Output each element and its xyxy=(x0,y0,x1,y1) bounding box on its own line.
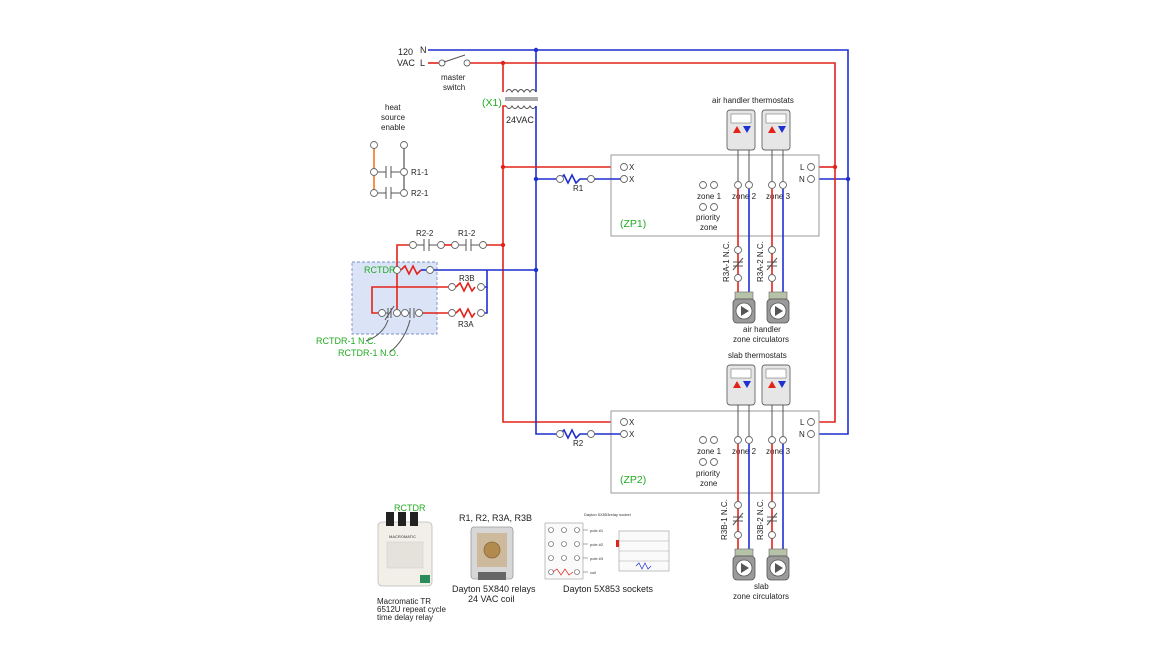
pole2-label: pole #2 xyxy=(590,542,604,547)
transformer-x1: (X1) 24VAC xyxy=(482,47,621,435)
heat-source-enable: heat source enable R1-1 R2-1 xyxy=(370,103,429,199)
zp1-zone3-label: zone 3 xyxy=(766,192,791,201)
zp1-priority-label-2: zone xyxy=(700,223,718,232)
zp2-contact-a-label: R3B-1 N.C. xyxy=(720,499,729,540)
zp1-l-label: L xyxy=(800,163,805,172)
zp1-thermostats-label: air handler thermostats xyxy=(712,96,794,105)
zp2-circulator-zone2 xyxy=(732,548,756,581)
zp1-id: (ZP1) xyxy=(620,218,646,230)
zp1-circulators-label-1: air handler xyxy=(743,325,781,334)
zp1-x2-label: X xyxy=(629,175,635,184)
r3b-label: R3B xyxy=(459,274,475,283)
rctdr-nc-label: RCTDR-1 N.C. xyxy=(316,336,376,346)
contact-r1-2-label: R1-2 xyxy=(458,229,476,238)
contact-r2-1-label: R2-1 xyxy=(411,189,429,198)
zp1-relay-label: R1 xyxy=(573,184,584,193)
relays-label-1: Dayton 5X840 relays xyxy=(452,584,536,594)
neutral-bus-wire xyxy=(428,49,849,435)
zp1-x1-label: X xyxy=(629,163,635,172)
zp1-zone1-label: zone 1 xyxy=(697,192,722,201)
zp2-circulators-label-2: zone circulators xyxy=(733,592,789,601)
zp2-circulator-zone3 xyxy=(766,548,790,581)
legend-dayton-relays: R1, R2, R3A, R3B Dayton 5X840 relays 24 … xyxy=(452,513,536,604)
macromatic-label-2: 6512U repeat cycle xyxy=(377,605,446,614)
socket-title: Dayton 5X853relay socket xyxy=(584,512,632,517)
macromatic-brand: MACROMATIC xyxy=(389,534,416,539)
zp2-x1-label: X xyxy=(629,418,635,427)
neutral-label: N xyxy=(420,45,427,55)
zp2-l-label: L xyxy=(800,418,805,427)
zp2-x2-label: X xyxy=(629,430,635,439)
master-switch: master switch xyxy=(438,54,471,92)
master-switch-label-2: switch xyxy=(443,83,465,92)
macromatic-label-1: Macromatic TR xyxy=(377,597,431,606)
legend-rctdr-label: RCTDR xyxy=(394,503,426,513)
sockets-label: Dayton 5X853 sockets xyxy=(563,584,654,594)
zp1-contact-b-label: R3A-2 N.C. xyxy=(756,241,765,282)
zp2-priority-label-1: priority xyxy=(696,469,720,478)
legend-macromatic: RCTDR MACROMATIC Macromatic TR 6512U rep… xyxy=(377,503,446,622)
r3a-label: R3A xyxy=(458,320,474,329)
zone-panel-zp1: R1 X X L N (ZP1) zone 1 zone 2 zone 3 pr… xyxy=(556,96,820,344)
zp2-zone1-label: zone 1 xyxy=(697,447,722,456)
rctdr-dashed-box xyxy=(351,261,438,335)
transformer-id: (X1) xyxy=(482,97,502,109)
supply-vac-label: VAC xyxy=(397,58,415,68)
zp2-thermostats-label: slab thermostats xyxy=(728,351,787,360)
transformer-secondary: 24VAC xyxy=(506,115,534,125)
zp1-box xyxy=(610,154,820,237)
zp1-circulator-zone3 xyxy=(766,291,790,324)
zp1-priority-label-1: priority xyxy=(696,213,720,222)
line-label: L xyxy=(420,58,425,68)
relays-label-2: 24 VAC coil xyxy=(468,594,514,604)
pole1-label: pole #1 xyxy=(590,528,604,533)
heat-source-label-2: source xyxy=(381,113,406,122)
zp2-n-label: N xyxy=(799,430,805,439)
zone-panel-zp2: R2 X X L N (ZP2) zone 1 zone 2 zone 3 pr… xyxy=(556,351,820,601)
zp2-contact-b-label: R3B-2 N.C. xyxy=(756,499,765,540)
zp2-circulators-label-1: slab xyxy=(754,582,769,591)
master-switch-label-1: master xyxy=(441,73,466,82)
zp1-n-label: N xyxy=(799,175,805,184)
rctdr-no-label: RCTDR-1 N.O. xyxy=(338,348,399,358)
supply-bus: 120 VAC N L xyxy=(397,45,851,435)
contact-r2-2-label: R2-2 xyxy=(416,229,434,238)
coil-label: coil xyxy=(590,570,596,575)
macromatic-label-3: time delay relay xyxy=(377,613,433,622)
zp2-zone2-label: zone 2 xyxy=(732,447,757,456)
line-junction-dot xyxy=(832,164,838,170)
legend-dayton-sockets: Dayton 5X853relay socket pole #1 pole #2… xyxy=(544,512,670,594)
pole3-label: pole #3 xyxy=(590,556,604,561)
zp1-circulators-label-2: zone circulators xyxy=(733,335,789,344)
line-after-switch-wire xyxy=(470,62,836,423)
zp2-box xyxy=(610,410,820,494)
contact-r1-1-label: R1-1 xyxy=(411,168,429,177)
zp2-priority-label-2: zone xyxy=(700,479,718,488)
heat-source-label-1: heat xyxy=(385,103,401,112)
neutral-junction-dot xyxy=(845,176,851,182)
heat-source-label-3: enable xyxy=(381,123,406,132)
relays-top-label: R1, R2, R3A, R3B xyxy=(459,513,532,523)
zp2-id: (ZP2) xyxy=(620,474,646,486)
zp1-zone2-label: zone 2 xyxy=(732,192,757,201)
zp2-relay-label: R2 xyxy=(573,439,584,448)
zp2-zone3-label: zone 3 xyxy=(766,447,791,456)
relay-chain: R2-2 R1-2 RCTDR R3B R3A RCTDR-1 N.C. RCT… xyxy=(316,229,536,358)
zp1-circulator-zone2 xyxy=(732,291,756,324)
rctdr-label: RCTDR xyxy=(364,265,396,275)
supply-voltage-label: 120 xyxy=(398,47,413,57)
zp1-contact-a-label: R3A-1 N.C. xyxy=(722,241,731,282)
